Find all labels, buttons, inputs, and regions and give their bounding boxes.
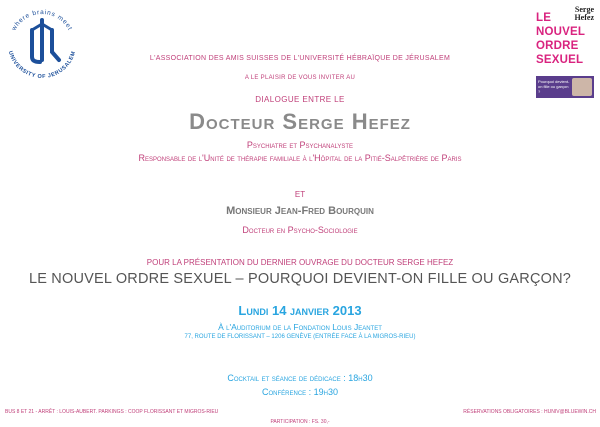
event-date: Lundi 14 janvier 2013 (238, 303, 362, 318)
book-cover-title-line: NOUVEL (536, 26, 586, 38)
book-cover-subtitle: Pourquoi devient-on fille ou garçon ? (538, 79, 570, 94)
speaker2-name: Monsieur Jean-Fred Bourquin (226, 205, 374, 217)
book-cover-band: Pourquoi devient-on fille ou garçon ? (536, 76, 594, 98)
speaker1-role1: Psychiatre et Psychanalyste (246, 140, 354, 150)
cocktail-time: Cocktail et séance de dédicace : 18h30 (227, 373, 373, 383)
hebrew-university-emblem-icon: where brains meet UNIVERSITY OF JERUSALE… (7, 9, 77, 80)
event-address: 77, ROUTE DE FLORISSANT – 1206 GENÈVE (E… (184, 334, 416, 340)
presentation-line: POUR LA PRÉSENTATION DU DERNIER OUVRAGE … (146, 258, 454, 267)
speaker1-name: Docteur Serge Hefez (189, 109, 411, 134)
book-cover-title-line: ORDRE (536, 40, 579, 52)
reservation-info: RÉSERVATIONS OBLIGATOIRES : HUNIV@BLUEWI… (463, 409, 596, 415)
et-line: ET (294, 190, 306, 199)
conference-time: Conférence : 19h30 (261, 387, 339, 397)
association-line: L'ASSOCIATION DES AMIS SUISSES DE L'UNIV… (149, 55, 451, 62)
book-cover-title-line: LE (536, 12, 552, 24)
book-cover-title-line: SEXUEL (536, 54, 584, 66)
author-portrait (572, 78, 592, 96)
invite-line: A LE PLAISIR DE VOUS INVITER AU (244, 75, 356, 81)
book-title: LE NOUVEL ORDRE SEXUEL – POURQUOI DEVIEN… (28, 271, 572, 287)
university-logo: where brains meet UNIVERSITY OF JERUSALE… (2, 2, 82, 82)
participation-fee: PARTICIPATION : FS. 30,- (270, 419, 330, 425)
book-cover-author: Serge Hefez (574, 5, 594, 22)
speaker2-role: Docteur en Psycho-Sociologie (242, 225, 358, 235)
transport-info: BUS 8 ET 21 - ARRÊT : LOUIS-AUBERT. PARK… (5, 409, 219, 415)
event-venue: À l'Auditorium de la Fondation Louis Jea… (218, 322, 382, 332)
speaker1-role2: Responsable de l'Unité de thérapie famil… (138, 153, 462, 163)
book-cover: Serge Hefez LE NOUVEL ORDRE SEXUEL Pourq… (533, 4, 596, 102)
dialogue-line: DIALOGUE ENTRE LE (255, 95, 345, 104)
